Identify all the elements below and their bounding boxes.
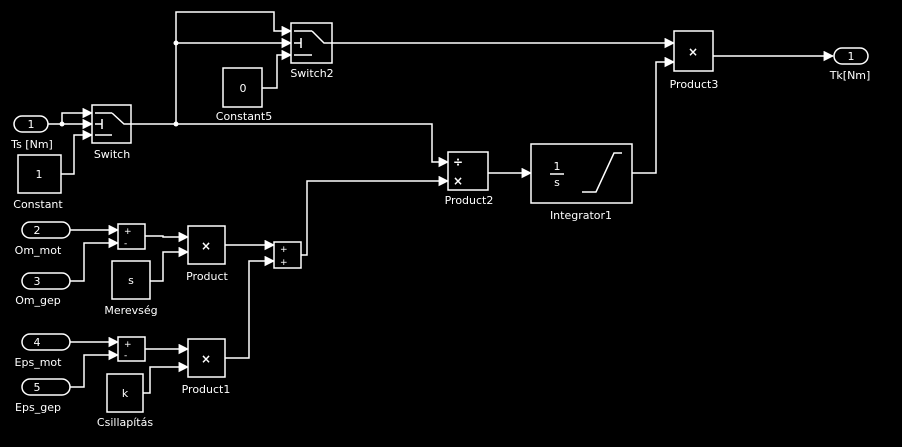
sum-sign-bottom: + xyxy=(280,258,288,268)
block-label: Product2 xyxy=(445,194,494,207)
divide-icon: ÷ xyxy=(453,155,463,169)
wire-constant-to-switch[interactable] xyxy=(61,129,94,175)
block-label: Product3 xyxy=(670,78,719,91)
product1-block[interactable]: × Product1 xyxy=(182,338,231,396)
switch-icon xyxy=(294,30,332,56)
branch-point xyxy=(173,40,179,46)
outport-tk[interactable]: 1 Tk[Nm] xyxy=(829,47,871,82)
wire-product1-to-sum3[interactable] xyxy=(225,255,276,359)
multiply-icon: × xyxy=(688,45,698,59)
inport-number: 2 xyxy=(34,224,41,237)
sum-sign-bottom: - xyxy=(124,351,127,361)
inport-label: Ts [Nm] xyxy=(10,138,53,151)
block-label: Product1 xyxy=(182,383,231,396)
block-label: Product xyxy=(186,270,228,283)
block-label: Switch2 xyxy=(290,67,333,80)
product2-block[interactable]: ÷ × Product2 xyxy=(445,151,494,207)
wire-merevseg-to-product[interactable] xyxy=(150,246,190,282)
wire-epsgep-to-sum2[interactable] xyxy=(70,349,120,388)
sum2-block[interactable]: + - xyxy=(117,336,146,362)
constant5-block[interactable]: 0 Constant5 xyxy=(216,67,272,123)
multiply-icon: × xyxy=(201,352,211,366)
constant-value: s xyxy=(128,274,134,287)
branch-point xyxy=(59,121,65,127)
block-label: Constant5 xyxy=(216,110,272,123)
switch-block[interactable]: Switch xyxy=(91,104,132,161)
wire-switch-to-product2[interactable] xyxy=(131,123,450,168)
branch-point xyxy=(173,121,179,127)
sum3-block[interactable]: + + xyxy=(273,241,302,269)
inport-om-mot[interactable]: 2 Om_mot xyxy=(15,221,71,257)
inport-label: Eps_gep xyxy=(15,401,61,414)
block-label: Constant xyxy=(13,198,63,211)
inport-label: Eps_mot xyxy=(15,356,63,369)
integrator-denominator: s xyxy=(554,176,560,189)
constant-value: 1 xyxy=(36,168,43,181)
sum-sign-top: + xyxy=(124,340,132,350)
integrator1-block[interactable]: 1 s Integrator1 xyxy=(530,143,633,222)
product3-block[interactable]: × Product3 xyxy=(670,30,719,91)
outport-label: Tk[Nm] xyxy=(829,69,871,82)
wire-switch-branch-up[interactable] xyxy=(175,11,293,124)
csillapitas-block[interactable]: k Csillapítás xyxy=(97,373,153,429)
inport-number: 4 xyxy=(34,336,41,349)
signal-lines xyxy=(48,11,835,394)
outport-number: 1 xyxy=(848,50,855,63)
switch-icon xyxy=(95,112,131,136)
inport-label: Om_mot xyxy=(15,244,62,257)
product-block[interactable]: × Product xyxy=(186,225,229,283)
wire-constant5-to-switch2[interactable] xyxy=(262,49,293,89)
wire-csillapitas-to-product1[interactable] xyxy=(143,361,190,394)
sum1-block[interactable]: + - xyxy=(117,223,146,250)
sum-sign-bottom: - xyxy=(124,239,127,249)
constant-value: k xyxy=(122,387,129,400)
multiply-icon: × xyxy=(201,239,211,253)
sum-sign-top: + xyxy=(280,245,288,255)
multiply-icon: × xyxy=(453,174,463,188)
saturation-icon xyxy=(582,152,622,193)
block-label: Integrator1 xyxy=(550,209,612,222)
constant-block[interactable]: 1 Constant xyxy=(13,154,63,211)
block-label: Switch xyxy=(94,148,130,161)
inport-number: 3 xyxy=(34,275,41,288)
inport-eps-mot[interactable]: 4 Eps_mot xyxy=(15,333,71,369)
integrator-numerator: 1 xyxy=(554,160,561,173)
inport-label: Om_gep xyxy=(15,294,61,307)
merevseg-block[interactable]: s Merevség xyxy=(104,260,158,317)
wire-sum1-to-product[interactable] xyxy=(145,231,190,243)
wire-sum3-to-product2[interactable] xyxy=(301,175,450,256)
wire-integrator-to-product3[interactable] xyxy=(632,56,676,174)
inport-ts[interactable]: 1 Ts [Nm] xyxy=(10,115,53,151)
block-label: Merevség xyxy=(104,304,157,317)
sum-sign-top: + xyxy=(124,227,132,237)
switch2-block[interactable]: Switch2 xyxy=(290,22,334,80)
wire-ts-to-switch[interactable] xyxy=(48,107,94,125)
wire-omgep-to-sum1[interactable] xyxy=(70,237,120,282)
constant-value: 0 xyxy=(240,82,247,95)
inport-eps-gep[interactable]: 5 Eps_gep xyxy=(15,378,71,414)
inport-number: 1 xyxy=(28,118,35,131)
inport-om-gep[interactable]: 3 Om_gep xyxy=(15,272,71,307)
inport-number: 5 xyxy=(34,381,41,394)
block-label: Csillapítás xyxy=(97,416,153,429)
